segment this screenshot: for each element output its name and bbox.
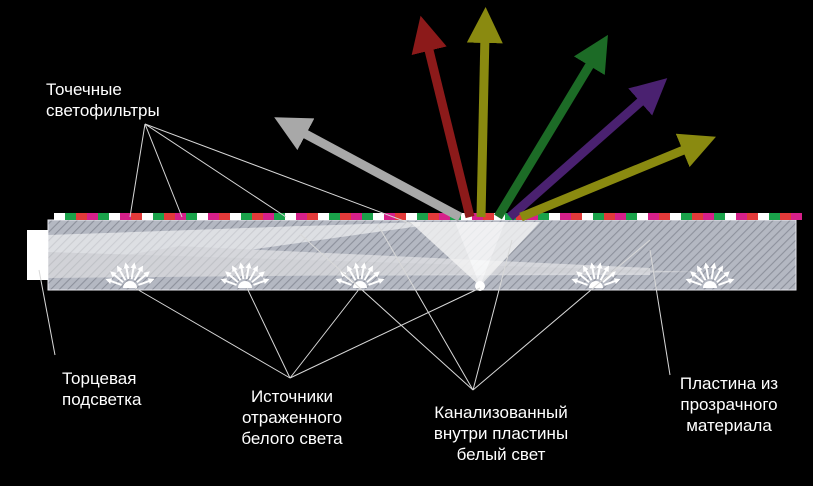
filter-cell bbox=[659, 213, 670, 220]
filter-cell bbox=[219, 213, 230, 220]
filter-cell bbox=[395, 213, 406, 220]
filter-cell bbox=[65, 213, 76, 220]
filter-cell bbox=[648, 213, 659, 220]
filter-cell bbox=[241, 213, 252, 220]
filter-cell bbox=[780, 213, 791, 220]
transparent-plate-label: Пластина из прозрачного материала bbox=[679, 374, 779, 435]
reflected-light-source bbox=[571, 262, 621, 288]
red-output-arrow bbox=[411, 15, 475, 219]
filter-cell bbox=[681, 213, 692, 220]
filter-cell bbox=[340, 213, 351, 220]
filter-cell bbox=[230, 213, 241, 220]
green-output-arrow bbox=[494, 34, 608, 220]
filter-cell bbox=[703, 213, 714, 220]
white-output-arrow bbox=[274, 117, 463, 221]
filter-cell bbox=[538, 213, 549, 220]
filter-cell bbox=[120, 213, 131, 220]
filter-cell bbox=[54, 213, 65, 220]
filter-cell bbox=[175, 213, 186, 220]
reflected-light-sources bbox=[105, 262, 735, 288]
filter-cell bbox=[406, 213, 417, 220]
filter-cell bbox=[208, 213, 219, 220]
filter-cell bbox=[791, 213, 802, 220]
edge-light-block bbox=[27, 230, 48, 280]
point-filters-label: Точечные светофильтры bbox=[46, 80, 160, 120]
filter-cell bbox=[318, 213, 329, 220]
reflected-light-source bbox=[220, 262, 270, 288]
leader-lines bbox=[38, 123, 671, 391]
filter-cell bbox=[428, 213, 439, 220]
filter-cell bbox=[76, 213, 87, 220]
filter-cell bbox=[87, 213, 98, 220]
filter-cell bbox=[384, 213, 395, 220]
filter-cell bbox=[373, 213, 384, 220]
filter-cell bbox=[725, 213, 736, 220]
filter-cell bbox=[714, 213, 725, 220]
filter-cell bbox=[98, 213, 109, 220]
filter-cell bbox=[186, 213, 197, 220]
filter-cell bbox=[769, 213, 780, 220]
filter-cell bbox=[153, 213, 164, 220]
filter-cell bbox=[164, 213, 175, 220]
channeled-light-label: Канализованный внутри пластины белый све… bbox=[433, 403, 569, 464]
filter-cell bbox=[351, 213, 362, 220]
filter-cell bbox=[131, 213, 142, 220]
filter-cell bbox=[604, 213, 615, 220]
filter-cell bbox=[263, 213, 274, 220]
reflected-light-source bbox=[685, 262, 735, 288]
channeled-light-point bbox=[475, 281, 485, 291]
filter-cell bbox=[582, 213, 593, 220]
filter-cell bbox=[329, 213, 340, 220]
channeled-light-fan bbox=[410, 222, 540, 286]
filter-cell bbox=[142, 213, 153, 220]
filter-cell bbox=[736, 213, 747, 220]
filter-cell bbox=[747, 213, 758, 220]
olive-output-arrow-right bbox=[519, 133, 716, 222]
filter-cell bbox=[252, 213, 263, 220]
filter-cell bbox=[362, 213, 373, 220]
filter-cell bbox=[560, 213, 571, 220]
filter-cell bbox=[549, 213, 560, 220]
filter-cell bbox=[692, 213, 703, 220]
filter-cell bbox=[593, 213, 604, 220]
filter-cell bbox=[483, 213, 494, 220]
filter-cell bbox=[274, 213, 285, 220]
reflected-sources-label: Источники отраженного белого света bbox=[241, 387, 343, 448]
filter-cell bbox=[758, 213, 769, 220]
filter-cell bbox=[439, 213, 450, 220]
output-arrows bbox=[274, 7, 716, 222]
filter-cell bbox=[417, 213, 428, 220]
filter-cell bbox=[197, 213, 208, 220]
purple-output-arrow bbox=[507, 78, 668, 221]
filter-cell bbox=[626, 213, 637, 220]
filter-cell bbox=[670, 213, 681, 220]
reflected-light-source bbox=[105, 262, 155, 288]
olive-output-arrow-vertical bbox=[466, 7, 503, 218]
filter-cell bbox=[109, 213, 120, 220]
edge-lighting-label: Торцевая подсветка bbox=[62, 369, 142, 409]
filter-cell bbox=[615, 213, 626, 220]
filter-cell bbox=[571, 213, 582, 220]
internal-beams bbox=[48, 222, 700, 278]
color-filter-strip bbox=[54, 213, 802, 220]
filter-cell bbox=[296, 213, 307, 220]
filter-cell bbox=[637, 213, 648, 220]
filter-cell bbox=[307, 213, 318, 220]
filter-cell bbox=[285, 213, 296, 220]
